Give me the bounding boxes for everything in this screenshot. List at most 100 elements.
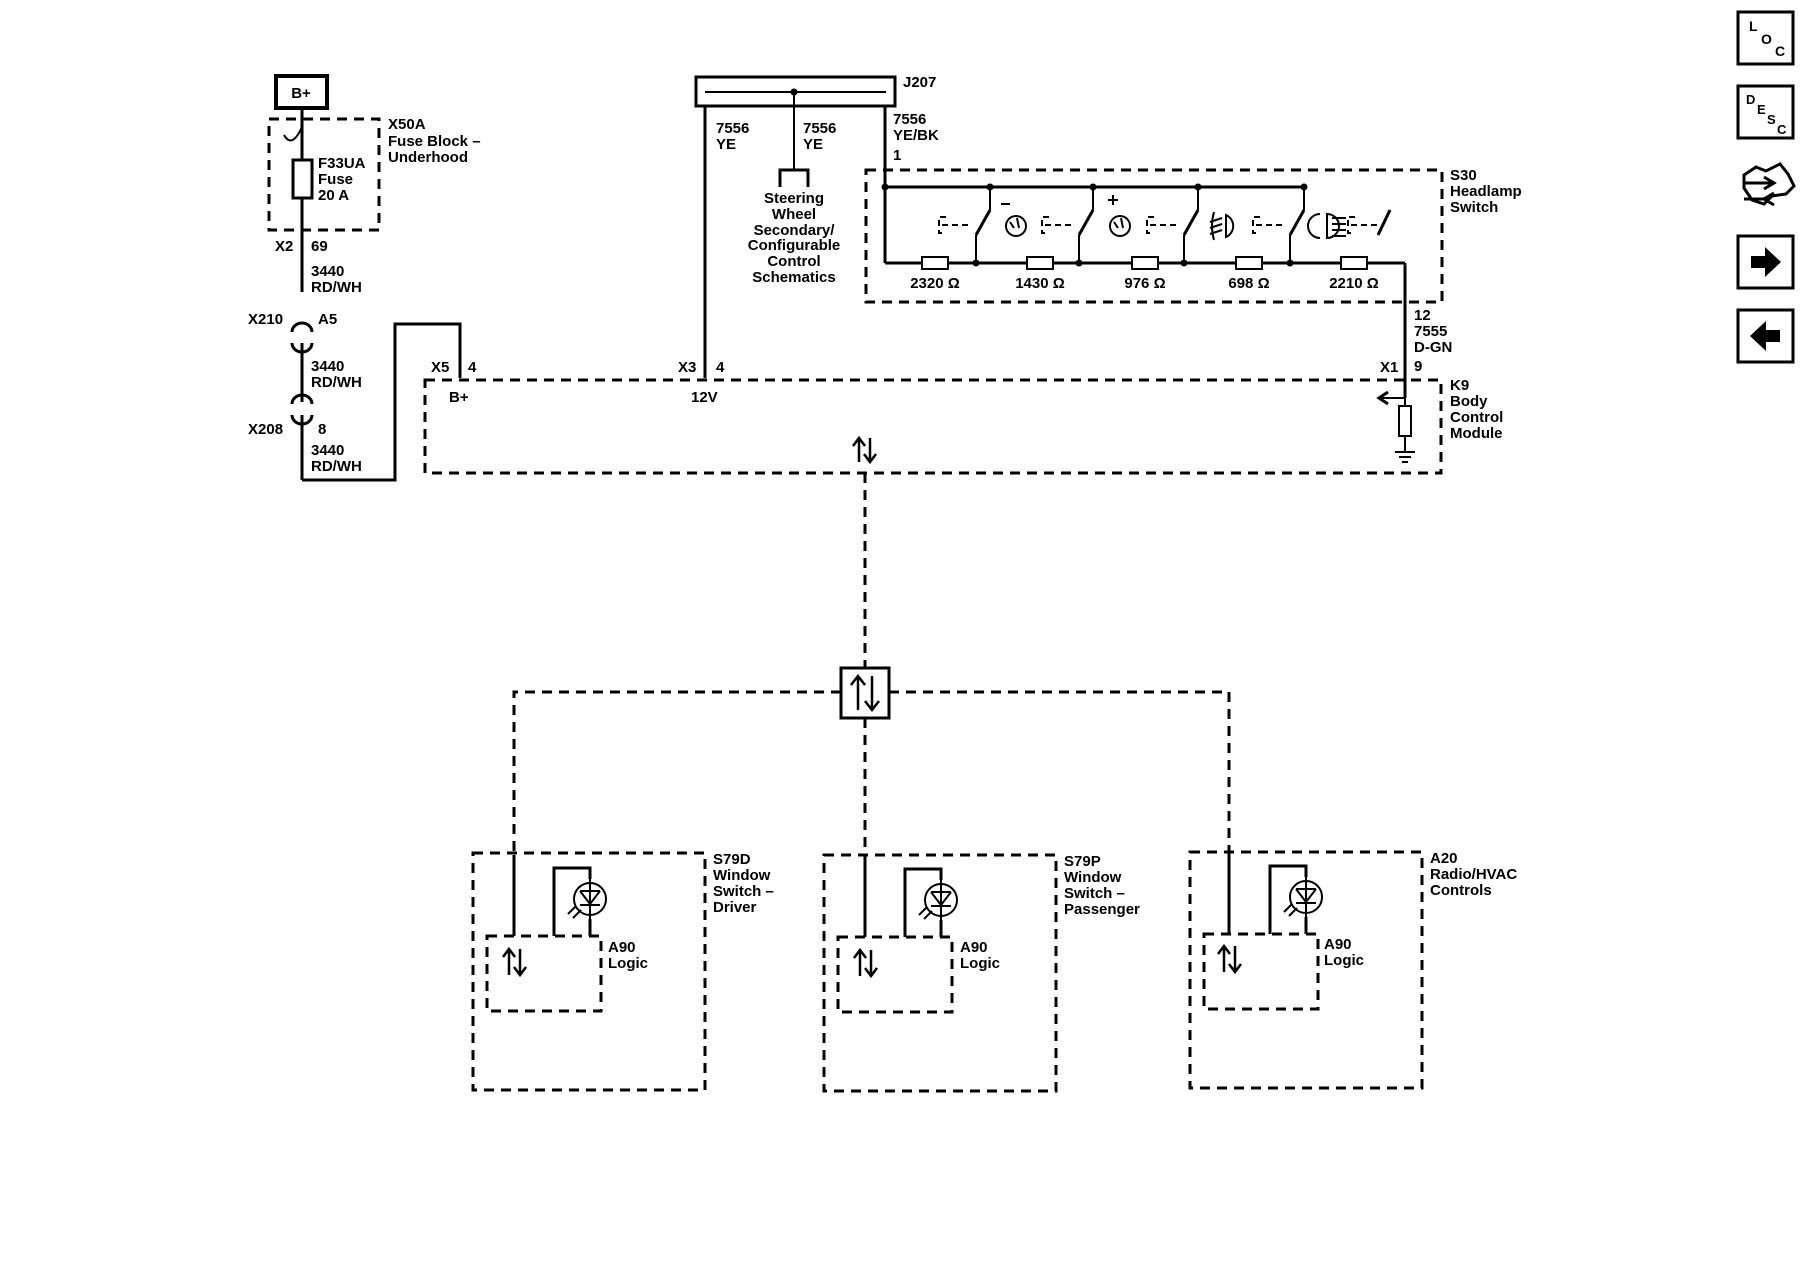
module-2-ref: S79P <box>1064 853 1101 870</box>
steering-note-6: Schematics <box>752 269 835 286</box>
steering-wheel-reference: Steering Wheel Secondary/ Configurable C… <box>748 190 841 286</box>
desc-button[interactable]: D E S C <box>1736 84 1795 140</box>
bcm-name-3: Module <box>1450 425 1503 442</box>
switch-actuator-icon <box>938 216 972 234</box>
headlamp-switch-name-1: Headlamp <box>1450 183 1522 200</box>
switch-position-bright <box>1146 183 1202 267</box>
hub-up-arrow-icon <box>850 673 866 710</box>
resistor-5-value: 2210 Ω <box>1329 275 1379 292</box>
wire-7556-left-number: 7556 <box>716 120 749 137</box>
fuse-ref: F33UA <box>318 155 366 172</box>
bcm-ref: K9 <box>1450 377 1469 394</box>
switch-position-off <box>938 183 994 267</box>
loc-letter-o: O <box>1761 31 1772 47</box>
x208-pin: 8 <box>318 421 326 438</box>
module-2-logic-ref: A90 <box>960 939 988 956</box>
module-3-name-2: Controls <box>1430 882 1492 899</box>
module-window-switch-driver: S79D Window Switch – Driver A90 Logic <box>471 851 774 1092</box>
module-2-serial-arrows-icon <box>853 947 878 979</box>
next-page-arrow-icon <box>1751 247 1781 277</box>
module-1-logic-label: Logic <box>608 955 648 972</box>
fuse-block: X50A Fuse Block – Underhood F33UA Fuse 2… <box>267 108 481 292</box>
splice-ref: J207 <box>903 74 936 91</box>
splice-j207: J207 <box>694 74 936 108</box>
wire-3440-b-color: RD/WH <box>311 374 362 391</box>
steering-note-5: Control <box>767 253 820 270</box>
x210-connector-icon <box>290 321 314 333</box>
desc-letter-e: E <box>1757 102 1766 117</box>
ground-icon <box>1395 451 1415 463</box>
fuse-block-name-2: Underhood <box>388 149 468 166</box>
headlamp-switch: S30 Headlamp Switch <box>864 167 1522 304</box>
dimmer-minus-icon <box>1001 203 1027 237</box>
wire-7555-pin-top: 12 <box>1414 307 1431 324</box>
wire-3440-a-number: 3440 <box>311 263 344 280</box>
bcm-name-2: Control <box>1450 409 1503 426</box>
resistor-2-value: 1430 Ω <box>1015 275 1065 292</box>
module-1-ref: S79D <box>713 851 751 868</box>
wire-7556-right-number: 7556 <box>893 111 926 128</box>
bcm-input-arrow-icon <box>1376 390 1389 406</box>
desc-letter-s: S <box>1767 112 1776 127</box>
loc-letter-l: L <box>1749 18 1758 34</box>
resistor-4 <box>1235 256 1263 270</box>
headlamp-icon <box>1307 212 1346 240</box>
module-1-logic-ref: A90 <box>608 939 636 956</box>
wire-7556-right-color: YE/BK <box>893 127 939 144</box>
module-3-serial-arrows-icon <box>1217 943 1242 975</box>
wire-7556-mid-number: 7556 <box>803 120 836 137</box>
wire-3440-c-number: 3440 <box>311 442 344 459</box>
bcm-name-1: Body <box>1450 393 1488 410</box>
steering-note-3: Secondary/ <box>754 222 836 239</box>
steering-note-1: Steering <box>764 190 824 207</box>
hub-down-arrow-icon <box>864 676 880 713</box>
bcm-x5-label: B+ <box>449 389 469 406</box>
desc-letter-c: C <box>1777 122 1787 137</box>
steering-note-4: Configurable <box>748 237 841 254</box>
fuse-block-terminal-icon <box>283 126 303 142</box>
wire-7556-mid-color: YE <box>803 136 823 153</box>
wire-7556-left-color: YE <box>716 136 736 153</box>
resistor-3 <box>1131 256 1159 270</box>
switch-position-dim <box>1041 183 1097 267</box>
switch-actuator-icon <box>1146 216 1180 234</box>
switch-actuator-icon <box>1041 216 1075 234</box>
wire-7555-color: D-GN <box>1414 339 1452 356</box>
bcm-x3-ref: X3 <box>678 359 696 376</box>
module-3-ref: A20 <box>1430 850 1458 867</box>
next-page-button[interactable] <box>1736 234 1795 290</box>
resistor-1 <box>921 256 949 270</box>
bcm-x3-pin: 4 <box>716 359 725 376</box>
headlamp-switch-name-2: Switch <box>1450 199 1498 216</box>
loc-button[interactable]: L O C <box>1736 10 1795 66</box>
desc-letter-d: D <box>1746 92 1755 107</box>
bcm-x1-ref: X1 <box>1380 359 1398 376</box>
module-1-name-2: Switch – <box>713 883 774 900</box>
switch-actuator-icon <box>1252 216 1286 234</box>
connector-end-view-icon[interactable] <box>1736 158 1796 218</box>
headlamp-switch-ref: S30 <box>1450 167 1477 184</box>
switch-position-headlamp <box>1347 209 1392 236</box>
wire-3440-a-color: RD/WH <box>311 279 362 296</box>
serial-data-arrows-icon <box>852 435 877 465</box>
fuse-block-name-1: Fuse Block – <box>388 133 481 150</box>
module-2-name-1: Window <box>1064 869 1122 886</box>
module-1-name-1: Window <box>713 867 771 884</box>
fuse-rating: 20 A <box>318 187 349 204</box>
fuse-block-ref: X50A <box>388 116 426 133</box>
bcm-x5-ref: X5 <box>431 359 449 376</box>
battery-source: B+ <box>274 74 329 110</box>
module-2-logic-label: Logic <box>960 955 1000 972</box>
steering-wheel-connector-icon <box>778 168 810 187</box>
module-3-logic-ref: A90 <box>1324 936 1352 953</box>
module-2-name-2: Switch – <box>1064 885 1125 902</box>
bcm-x5-pin: 4 <box>468 359 477 376</box>
resistor-5 <box>1340 256 1368 270</box>
wire-7556-right-pin: 1 <box>893 147 901 164</box>
fuse-type: Fuse <box>318 171 353 188</box>
module-2-name-3: Passenger <box>1064 901 1140 918</box>
module-1-name-3: Driver <box>713 899 757 916</box>
previous-page-button[interactable] <box>1736 308 1795 364</box>
dimmer-plus-icon <box>1108 195 1131 237</box>
